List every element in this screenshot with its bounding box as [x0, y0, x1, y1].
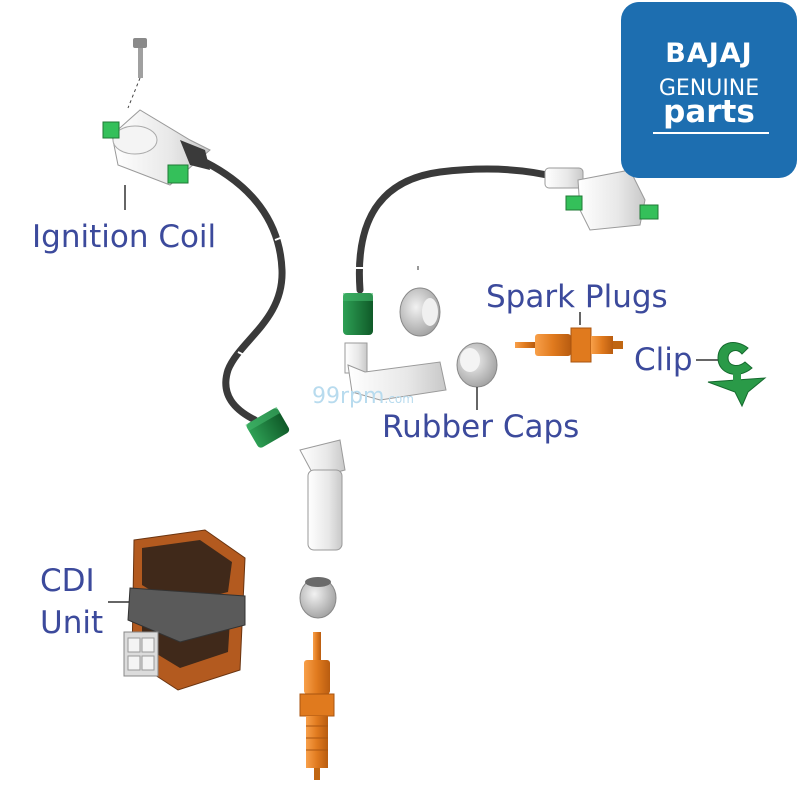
clip-part — [696, 342, 767, 408]
ignition-coil-right — [343, 165, 659, 335]
ignition-coil-left — [102, 38, 290, 448]
rubber-cap-upper — [399, 266, 441, 337]
label-cdi-unit: CDI Unit — [40, 560, 103, 644]
plug-cap-elbow — [344, 342, 447, 401]
ht-cable-right — [355, 165, 564, 294]
label-spark-plugs: Spark Plugs — [486, 279, 668, 315]
mounting-screw — [127, 38, 147, 109]
label-rubber-caps: Rubber Caps — [382, 409, 580, 445]
spark-plug-horizontal — [515, 312, 623, 363]
label-clip: Clip — [634, 342, 693, 378]
label-ignition-coil: Ignition Coil — [32, 219, 217, 255]
ht-cable-left — [201, 158, 286, 424]
logo-brand-text: BAJAJ — [665, 38, 753, 69]
rubber-cap-lower — [299, 577, 337, 619]
logo-underline — [653, 132, 769, 134]
cable-connector-right — [343, 293, 373, 335]
watermark-main: 99rpm — [312, 384, 385, 409]
watermark: 99rpm.com — [312, 384, 414, 409]
cdi-unit — [108, 529, 246, 691]
logo-parts-text: parts — [663, 94, 755, 130]
label-cdi-line2: Unit — [40, 605, 104, 641]
cable-connector-left — [245, 406, 290, 448]
watermark-suffix: .com — [384, 392, 414, 406]
logo-genuine-text: GENUINE — [658, 76, 760, 101]
label-cdi-line1: CDI — [40, 563, 95, 599]
bajaj-genuine-parts-logo: BAJAJ GENUINE parts — [621, 2, 797, 178]
rubber-cap-middle — [456, 342, 498, 410]
spark-plug-vertical — [299, 632, 335, 780]
plug-cap-straight — [299, 439, 346, 551]
